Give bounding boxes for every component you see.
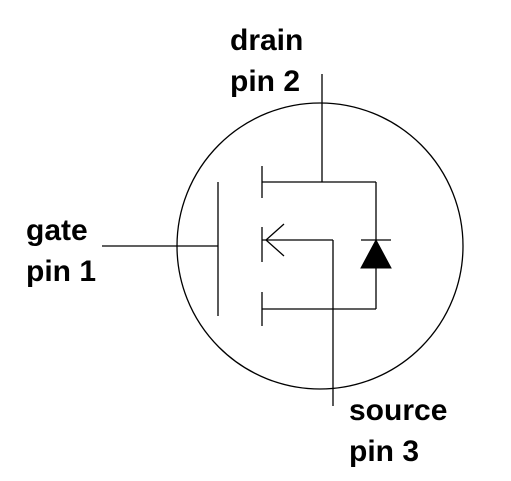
- source-pin-label: pin 3: [349, 435, 419, 468]
- source-label: source: [349, 394, 447, 427]
- gate-label: gate: [26, 214, 88, 247]
- diode-triangle-icon: [360, 238, 392, 269]
- gate-pin-label: pin 1: [26, 255, 96, 288]
- drain-pin-label: pin 2: [230, 65, 300, 98]
- drain-label: drain: [230, 24, 303, 57]
- body-arrow-icon: [265, 223, 285, 257]
- package-circle: [176, 102, 464, 390]
